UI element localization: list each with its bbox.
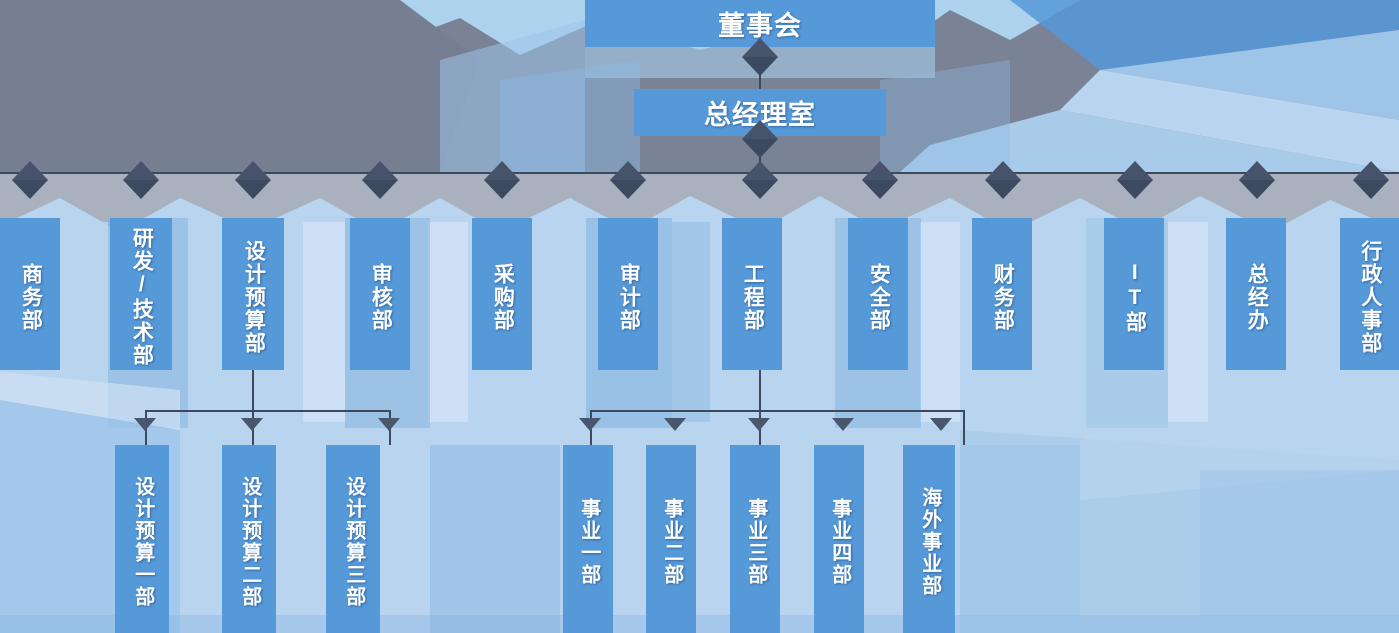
node-business-unit-2[interactable]: 事业二部 <box>646 445 696 633</box>
node-design-budget-2[interactable]: 设计预算二部 <box>222 445 276 633</box>
node-label: 海外事业部 <box>918 487 941 597</box>
node-label: 事业四部 <box>828 498 851 586</box>
drop-marker-business-unit-4 <box>832 418 854 431</box>
drop-marker-business-dept <box>12 161 48 199</box>
node-label: 事业三部 <box>744 498 767 586</box>
node-label: 研发/技术部 <box>130 227 154 367</box>
node-label: 事业一部 <box>577 498 600 586</box>
node-business-dept[interactable]: 商务部 <box>0 218 60 370</box>
drop-marker-safety-dept <box>862 161 898 199</box>
drop-marker-design-budget-3 <box>378 418 400 431</box>
drop-marker-engineering-dept <box>742 161 778 199</box>
node-label: 财务部 <box>991 262 1015 332</box>
node-label: 采购部 <box>491 262 515 332</box>
drop-marker-rd-dept <box>123 161 159 199</box>
connector-diamond-gm-bus <box>742 120 778 158</box>
drop-marker-gm-admin-office <box>1239 161 1275 199</box>
node-label: 总经办 <box>1245 262 1269 332</box>
node-label: 设计预算一部 <box>131 476 154 608</box>
node-safety-dept[interactable]: 安全部 <box>848 218 908 370</box>
sub-bus-business-units <box>590 410 965 412</box>
sub-bus-business-right-end <box>963 410 965 445</box>
node-label: 设计预算三部 <box>342 476 365 608</box>
drop-marker-audit-dept <box>610 161 646 199</box>
drop-marker-business-unit-3 <box>748 418 770 431</box>
node-audit-dept[interactable]: 审计部 <box>598 218 658 370</box>
node-procurement-dept[interactable]: 采购部 <box>472 218 532 370</box>
connector-diamond-board-gm <box>742 38 778 76</box>
drop-marker-admin-hr-dept <box>1353 161 1389 199</box>
node-label: 安全部 <box>867 262 891 332</box>
drop-marker-design-budget-1 <box>134 418 156 431</box>
node-overseas-business-unit[interactable]: 海外事业部 <box>903 445 955 633</box>
drop-marker-design-budget-2 <box>241 418 263 431</box>
node-design-budget-1[interactable]: 设计预算一部 <box>115 445 169 633</box>
main-horizontal-connector <box>0 172 1399 174</box>
node-engineering-dept[interactable]: 工程部 <box>722 218 782 370</box>
sub-bus-design-budget <box>145 410 391 412</box>
drop-marker-review-dept <box>362 161 398 199</box>
node-label: 审计部 <box>617 262 641 332</box>
node-label: 工程部 <box>741 262 765 332</box>
node-label: IT部 <box>1123 260 1147 334</box>
node-label: 审核部 <box>369 262 393 332</box>
node-finance-dept[interactable]: 财务部 <box>972 218 1032 370</box>
node-business-unit-3[interactable]: 事业三部 <box>730 445 780 633</box>
node-design-budget-3[interactable]: 设计预算三部 <box>326 445 380 633</box>
drop-marker-overseas-business-unit <box>930 418 952 431</box>
drop-marker-procurement-dept <box>484 161 520 199</box>
node-business-unit-1[interactable]: 事业一部 <box>563 445 613 633</box>
node-business-unit-4[interactable]: 事业四部 <box>814 445 864 633</box>
node-it-dept[interactable]: IT部 <box>1104 218 1164 370</box>
node-label: 商务部 <box>19 262 43 332</box>
node-label: 事业二部 <box>660 498 683 586</box>
node-label: 董事会 <box>718 11 802 41</box>
drop-marker-business-unit-2 <box>664 418 686 431</box>
node-label: 行政人事部 <box>1358 239 1382 355</box>
drop-marker-finance-dept <box>985 161 1021 199</box>
node-review-dept[interactable]: 审核部 <box>350 218 410 370</box>
node-design-budget-dept[interactable]: 设计预算部 <box>222 218 284 370</box>
drop-marker-it-dept <box>1117 161 1153 199</box>
node-admin-hr-dept[interactable]: 行政人事部 <box>1340 218 1399 370</box>
drop-marker-business-unit-1 <box>579 418 601 431</box>
node-rd-technology-dept[interactable]: 研发/技术部 <box>110 218 172 370</box>
connector-business-units-down <box>759 370 761 412</box>
node-label: 设计预算部 <box>242 239 266 355</box>
node-gm-admin-office[interactable]: 总经办 <box>1226 218 1286 370</box>
connector-design-budget-down <box>252 370 254 412</box>
node-label: 设计预算二部 <box>238 476 261 608</box>
drop-marker-design-budget-dept <box>235 161 271 199</box>
